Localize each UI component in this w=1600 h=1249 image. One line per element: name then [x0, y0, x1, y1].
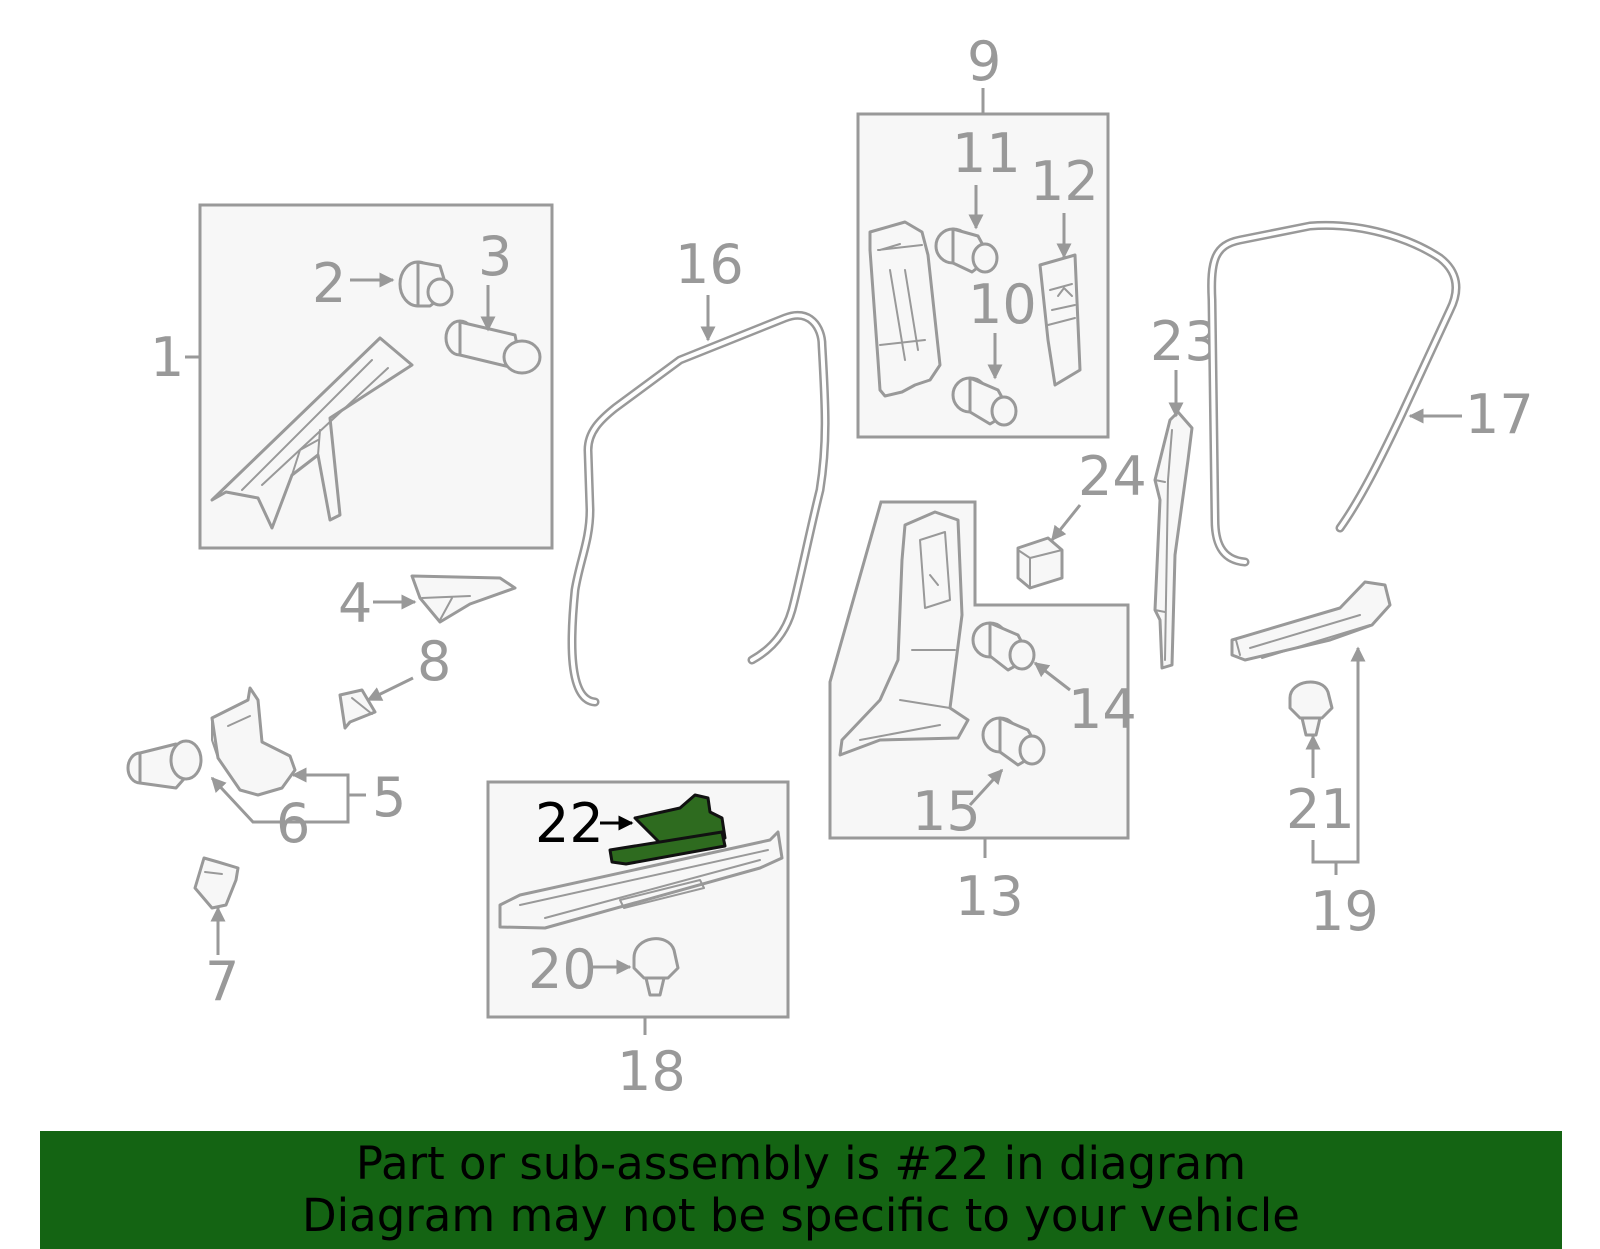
clip-20: [632, 937, 680, 997]
callout-10: 10: [968, 273, 1037, 336]
part-4-bracket: [410, 574, 517, 624]
callout-7: 7: [205, 950, 239, 1013]
front-scuff-plate: [498, 830, 784, 930]
b-pillar-lower-garnish: [838, 510, 970, 757]
callout-20: 20: [528, 938, 597, 1001]
callout-24: 24: [1078, 445, 1147, 508]
callout-8: 8: [417, 630, 451, 693]
part-8-cap: [338, 688, 377, 730]
clip-2: [398, 260, 454, 308]
callout-16: 16: [675, 233, 744, 296]
clip-11: [934, 227, 999, 274]
callout-11: 11: [952, 122, 1021, 185]
callout-1: 1: [150, 326, 184, 389]
callout-5: 5: [372, 766, 406, 829]
callout-17: 17: [1465, 383, 1534, 446]
callout-22: 22: [535, 792, 604, 855]
callout-18: 18: [617, 1040, 686, 1103]
clip-3: [444, 319, 542, 375]
callout-12: 12: [1030, 150, 1099, 213]
clip-21: [1288, 680, 1334, 737]
callout-4: 4: [338, 572, 372, 635]
clip-6: [126, 739, 203, 790]
banner-line-2: Diagram may not be specific to your vehi…: [302, 1189, 1300, 1242]
info-banner: Part or sub-assembly is #22 in diagram D…: [40, 1131, 1562, 1249]
callout-14: 14: [1068, 678, 1137, 741]
clip-15: [981, 716, 1046, 767]
part-24-block: [1016, 536, 1064, 590]
part-23-strip: [1153, 410, 1194, 670]
a-pillar-garnish: [210, 336, 414, 530]
b-pillar-upper-garnish: [868, 220, 942, 398]
callout-2: 2: [312, 252, 346, 315]
part-7-clip: [193, 856, 240, 910]
callout-9: 9: [967, 30, 1001, 93]
callout-21: 21: [1286, 778, 1355, 841]
clip-14: [971, 621, 1036, 672]
part-5-kick-panel: [210, 686, 297, 797]
callout-19: 19: [1310, 880, 1379, 943]
highlighted-part-22: [608, 793, 727, 866]
callout-6: 6: [276, 792, 310, 855]
banner-line-1: Part or sub-assembly is #22 in diagram: [355, 1137, 1247, 1190]
weatherstrip-17: [1207, 220, 1461, 567]
callout-3: 3: [478, 225, 512, 288]
callout-23: 23: [1150, 310, 1219, 373]
callout-13: 13: [955, 865, 1024, 928]
callout-15: 15: [912, 780, 981, 843]
weatherstrip-16: [567, 310, 830, 707]
rear-scuff-plate: [1230, 580, 1392, 662]
clip-10: [951, 376, 1018, 427]
